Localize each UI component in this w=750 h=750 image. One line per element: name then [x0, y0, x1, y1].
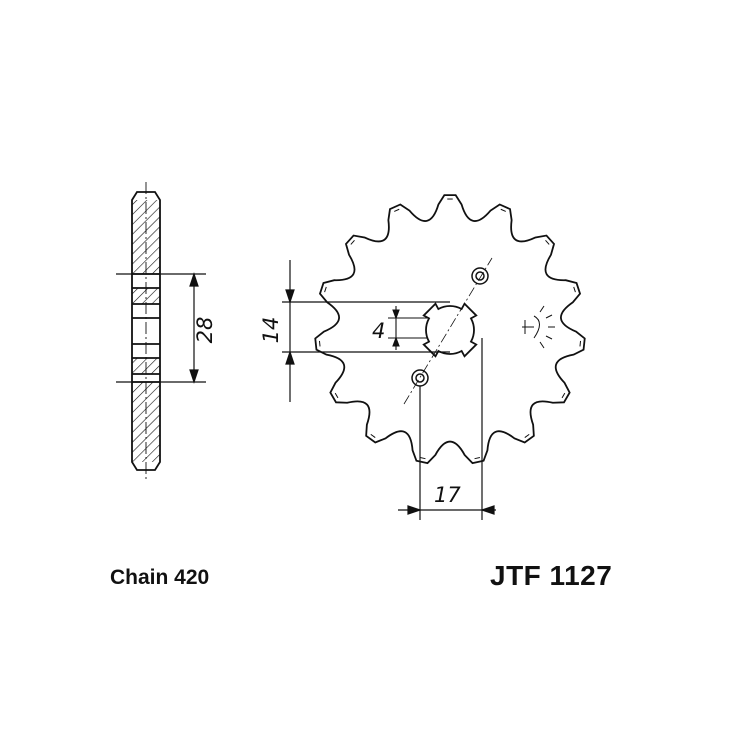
tooth-tip-marks	[318, 198, 582, 460]
spline-width-dimension: 14	[259, 260, 450, 402]
tooth-tip-mark	[500, 208, 506, 212]
side-view-hub-upper-hatch	[132, 288, 160, 304]
mounting-hole-lower	[411, 369, 429, 387]
tooth-tip-mark	[350, 239, 355, 245]
tooth-tip-mark	[545, 239, 550, 245]
mounting-hole-upper	[471, 267, 489, 285]
rotation-direction-icon	[522, 305, 555, 349]
part-number-label: JTF 1127	[490, 560, 613, 591]
tooth-tip-mark	[573, 286, 576, 293]
hub-width-label: 28	[193, 317, 217, 344]
spline-bore	[422, 302, 478, 358]
tooth-tip-mark	[419, 457, 426, 460]
side-view	[131, 182, 161, 482]
sprocket-outline	[314, 194, 586, 465]
tooth-tip-mark	[318, 340, 321, 347]
hub-width-dimension: 28	[116, 272, 217, 384]
tooth-tip-mark	[524, 433, 530, 438]
tooth-tip-mark	[370, 433, 376, 438]
offset-label: 17	[434, 483, 461, 507]
offset-dimension: 17	[398, 338, 496, 520]
key-height-dimension: 4	[372, 306, 428, 350]
spline-width-label: 14	[259, 317, 283, 344]
tooth-tip-mark	[579, 340, 582, 347]
key-height-label: 4	[372, 319, 385, 343]
tooth-tip-mark	[334, 392, 339, 399]
tooth-tip-mark	[394, 208, 400, 212]
chain-size-label: Chain 420	[110, 566, 210, 589]
tooth-tip-mark	[324, 286, 327, 293]
tooth-tip-mark	[561, 392, 566, 399]
tooth-tip-mark	[474, 457, 481, 460]
hole-center-axis	[403, 257, 493, 405]
